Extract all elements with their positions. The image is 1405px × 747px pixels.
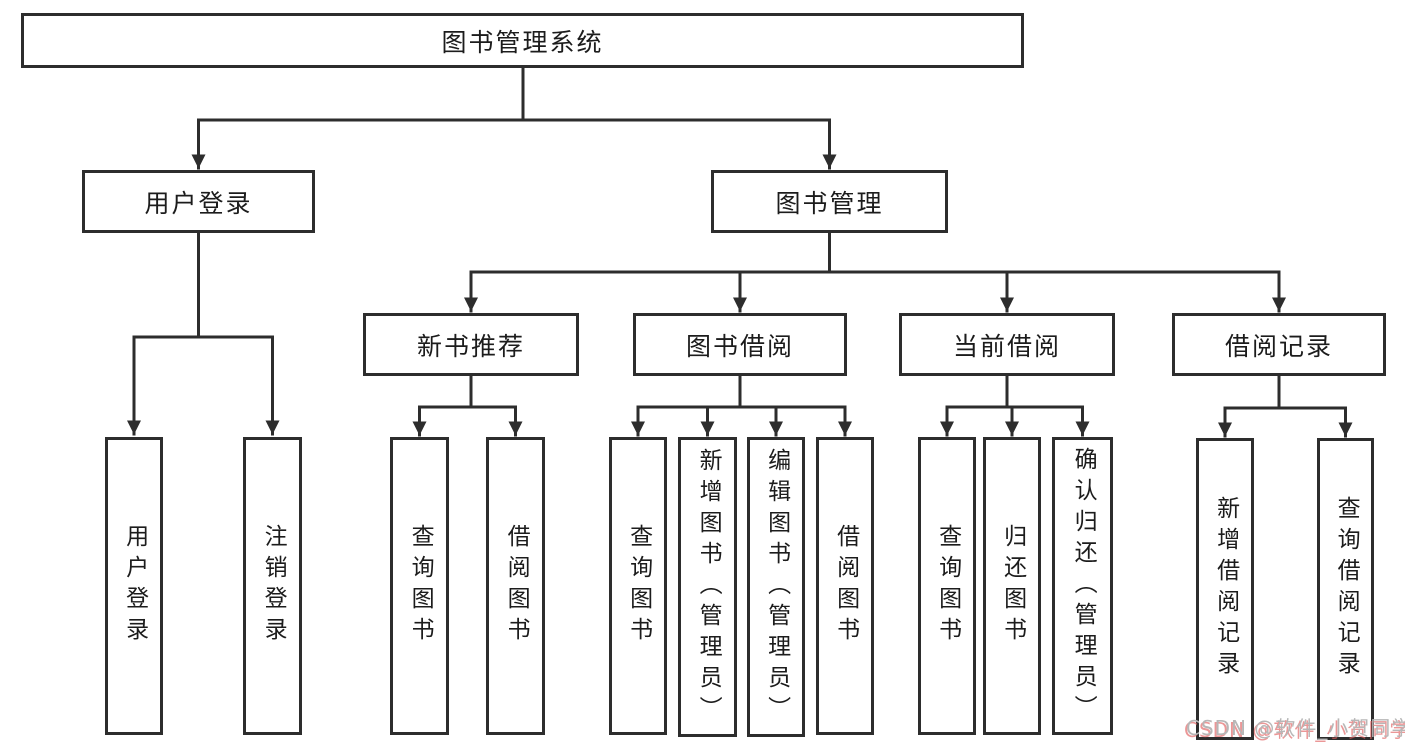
leaf-edit-book-admin: 编辑图书（管理员） (747, 437, 805, 737)
leaf-query-borrow-record: 查询借阅记录 (1317, 438, 1374, 740)
node-book-borrowing: 图书借阅 (633, 313, 847, 376)
leaf-return-book: 归还图书 (983, 437, 1041, 735)
leaf-add-book-admin: 新增图书（管理员） (678, 437, 737, 737)
node-user-login: 用户登录 (82, 170, 315, 233)
node-current-borrowing: 当前借阅 (899, 313, 1115, 376)
leaf-borrow-book-2: 借阅图书 (816, 437, 874, 735)
node-borrowing-records: 借阅记录 (1172, 313, 1386, 376)
node-book-management: 图书管理 (711, 170, 948, 233)
leaf-user-login: 用户登录 (105, 437, 163, 735)
csdn-watermark: CSDN @软件_小贺同学 (1186, 716, 1405, 740)
leaf-confirm-return-admin: 确认归还（管理员） (1052, 437, 1113, 735)
leaf-query-book-3: 查询图书 (918, 437, 976, 735)
node-new-book-recommendation: 新书推荐 (363, 313, 579, 376)
leaf-query-book-2: 查询图书 (609, 437, 667, 735)
node-root-system: 图书管理系统 (21, 13, 1024, 68)
leaf-add-borrow-record: 新增借阅记录 (1196, 438, 1254, 740)
leaf-query-book-1: 查询图书 (390, 437, 449, 735)
leaf-borrow-book-1: 借阅图书 (486, 437, 545, 735)
leaf-logout: 注销登录 (243, 437, 302, 735)
